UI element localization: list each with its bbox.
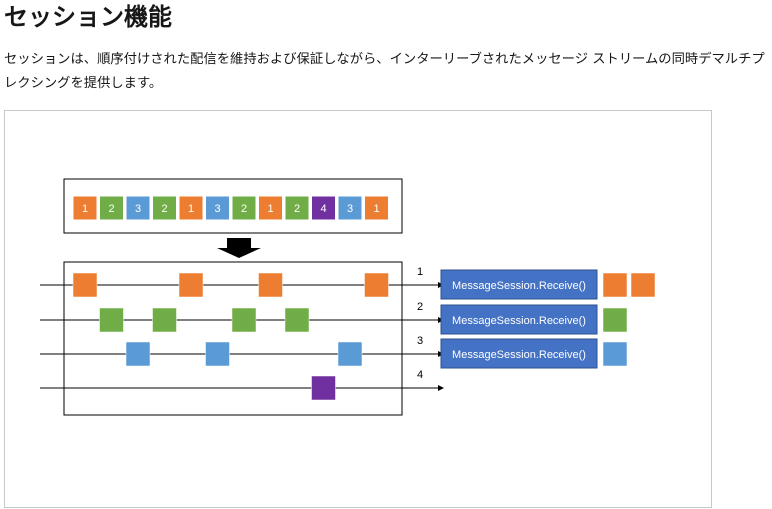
sequence-message-4 bbox=[152, 195, 177, 221]
sequence-message-label: 1 bbox=[267, 203, 273, 215]
lane-1-message bbox=[178, 272, 204, 298]
receive-box-1 bbox=[440, 269, 598, 300]
receive-label-1: MessageSession.Receive() bbox=[452, 280, 586, 292]
sequence-message-label: 1 bbox=[373, 203, 379, 215]
lane-3-message bbox=[337, 341, 363, 367]
sequence-message-label: 3 bbox=[135, 203, 141, 215]
lane-label-2: 2 bbox=[417, 301, 423, 313]
lane-3-message bbox=[205, 341, 230, 367]
sequence-message-10 bbox=[311, 195, 336, 221]
received-message-1 bbox=[630, 272, 656, 298]
lane-3-message bbox=[125, 341, 151, 367]
receive-box-2 bbox=[440, 304, 598, 335]
lane-2-message bbox=[152, 307, 177, 333]
lane-label-4: 4 bbox=[417, 369, 423, 381]
lane-2-message bbox=[231, 307, 257, 333]
input-sequence: 1 2 3 2 1 3 2 1 2 4 3 1 bbox=[72, 195, 389, 221]
session-lanes: 1MessageSession.Receive()2MessageSession… bbox=[40, 266, 656, 401]
sequence-message-5 bbox=[178, 195, 204, 221]
sequence-message-label: 2 bbox=[161, 203, 167, 215]
sequence-message-3 bbox=[125, 195, 151, 221]
page-title: セッション機能 bbox=[4, 3, 172, 31]
received-message-2 bbox=[602, 307, 628, 333]
lane-label-3: 3 bbox=[417, 335, 423, 347]
sequence-message-6 bbox=[205, 195, 230, 221]
lane-1-message bbox=[258, 272, 283, 298]
receive-label-3: MessageSession.Receive() bbox=[452, 349, 586, 361]
down-arrow-icon bbox=[217, 238, 261, 258]
input-queue-box bbox=[63, 178, 403, 234]
sequence-message-label: 1 bbox=[82, 203, 88, 215]
page-description: セッションは、順序付けされた配信を維持および保証しながら、インターリーブされたメ… bbox=[4, 52, 765, 91]
demux-box bbox=[63, 261, 403, 416]
sequence-message-8 bbox=[258, 195, 283, 221]
sequence-message-label: 2 bbox=[241, 203, 247, 215]
receive-box-3 bbox=[440, 338, 598, 369]
sequence-message-label: 3 bbox=[347, 203, 353, 215]
sequence-message-label: 3 bbox=[214, 203, 220, 215]
lane-1-message bbox=[72, 272, 98, 298]
sequence-message-2 bbox=[99, 195, 124, 221]
lane-4-message bbox=[311, 375, 336, 401]
lane-1-message bbox=[364, 272, 389, 298]
arrow-head-icon bbox=[438, 385, 444, 391]
lane-label-1: 1 bbox=[417, 266, 423, 278]
lane-2-message bbox=[99, 307, 124, 333]
receive-label-2: MessageSession.Receive() bbox=[452, 315, 586, 327]
received-message-3 bbox=[602, 341, 628, 367]
sequence-message-label: 1 bbox=[188, 203, 194, 215]
sequence-message-label: 4 bbox=[320, 203, 326, 215]
sequence-message-9 bbox=[284, 195, 310, 221]
sequence-message-1 bbox=[72, 195, 98, 221]
lane-2-message bbox=[284, 307, 310, 333]
sequence-message-12 bbox=[364, 195, 389, 221]
sequence-message-11 bbox=[337, 195, 363, 221]
sequence-message-label: 2 bbox=[108, 203, 114, 215]
received-message-1 bbox=[602, 272, 628, 298]
sequence-message-7 bbox=[231, 195, 257, 221]
sequence-message-label: 2 bbox=[294, 203, 300, 215]
